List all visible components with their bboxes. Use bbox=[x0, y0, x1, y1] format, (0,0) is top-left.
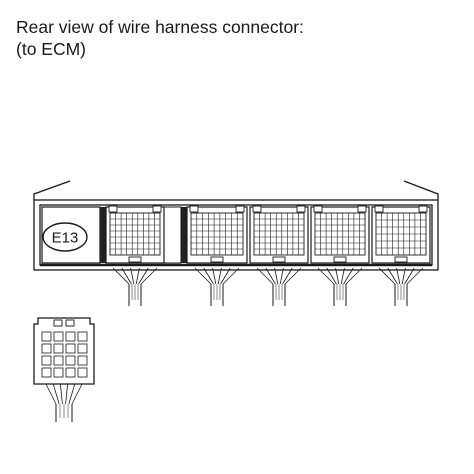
blank-spacer bbox=[163, 206, 182, 264]
small-connector-terminal bbox=[65, 367, 76, 378]
wire bbox=[140, 267, 158, 285]
small-connector-terminal bbox=[65, 343, 76, 354]
connector-tag-e13: E13 bbox=[52, 230, 79, 247]
terminal-grid bbox=[314, 212, 366, 256]
wire bbox=[68, 383, 76, 405]
latch-tab bbox=[252, 205, 262, 213]
lock-tab bbox=[394, 256, 408, 263]
wire bbox=[345, 267, 363, 285]
divider-strip-left bbox=[100, 207, 106, 263]
latch-tab bbox=[152, 205, 162, 213]
connector-label-panel: E13 bbox=[41, 206, 101, 264]
latch-tab bbox=[374, 205, 384, 213]
wire bbox=[52, 383, 60, 405]
sub-connector-4 bbox=[310, 205, 370, 306]
wire bbox=[212, 267, 217, 285]
wire bbox=[284, 267, 302, 285]
caption-line-2: (to ECM) bbox=[16, 39, 86, 59]
wire bbox=[194, 267, 212, 285]
wire bbox=[203, 267, 214, 285]
lock-tab bbox=[210, 256, 224, 263]
small-connector-terminal bbox=[65, 331, 76, 342]
wire bbox=[401, 267, 406, 285]
caption-line-1: Rear view of wire harness connector: bbox=[16, 17, 304, 37]
sub-connector-group bbox=[105, 205, 431, 306]
small-connector-terminal bbox=[41, 355, 52, 366]
latch-tab bbox=[296, 205, 306, 213]
wire bbox=[282, 267, 293, 285]
wire bbox=[343, 267, 354, 285]
small-connector bbox=[33, 317, 95, 422]
small-connector-terminal bbox=[41, 343, 52, 354]
small-connector-terminal bbox=[53, 355, 64, 366]
sub-connector-5 bbox=[371, 205, 431, 306]
small-connector-terminal bbox=[77, 331, 88, 342]
wire bbox=[45, 383, 57, 405]
wire bbox=[138, 267, 149, 285]
latch-tab bbox=[418, 205, 428, 213]
wire bbox=[387, 267, 398, 285]
latch-tab bbox=[235, 205, 245, 213]
wire bbox=[217, 267, 222, 285]
wire bbox=[340, 267, 345, 285]
small-connector-terminal bbox=[41, 331, 52, 342]
wire bbox=[279, 267, 284, 285]
wire bbox=[406, 267, 424, 285]
small-connector-terminal bbox=[77, 355, 88, 366]
latch-tab bbox=[313, 205, 323, 213]
ecm-connector-housing bbox=[33, 180, 439, 271]
divider-strip-middle bbox=[181, 207, 187, 263]
wire bbox=[396, 267, 401, 285]
latch-tab bbox=[357, 205, 367, 213]
small-connector-terminal bbox=[77, 367, 88, 378]
wire bbox=[222, 267, 240, 285]
wire bbox=[404, 267, 415, 285]
wire bbox=[326, 267, 337, 285]
connector-tag-oval bbox=[42, 222, 88, 252]
small-connector-latch bbox=[53, 319, 63, 327]
wire bbox=[71, 383, 83, 405]
terminal-grid bbox=[190, 212, 244, 256]
small-connector-terminal bbox=[53, 331, 64, 342]
wire bbox=[121, 267, 132, 285]
wire bbox=[256, 267, 274, 285]
wire bbox=[378, 267, 396, 285]
small-connector-terminal bbox=[53, 367, 64, 378]
small-connector-latch bbox=[65, 319, 75, 327]
wire bbox=[135, 267, 140, 285]
sub-connector-3 bbox=[249, 205, 309, 306]
latch-tab bbox=[189, 205, 199, 213]
wire bbox=[65, 383, 68, 405]
wire bbox=[130, 267, 135, 285]
sub-connector-1 bbox=[105, 205, 165, 306]
small-connector-terminal bbox=[53, 343, 64, 354]
wire bbox=[335, 267, 340, 285]
terminal-grid bbox=[253, 212, 305, 256]
wire bbox=[60, 383, 63, 405]
wire bbox=[317, 267, 335, 285]
lock-tab bbox=[272, 256, 286, 263]
small-connector-terminal bbox=[41, 367, 52, 378]
sub-connector-2 bbox=[186, 205, 248, 306]
latch-tab bbox=[108, 205, 118, 213]
terminal-grid bbox=[109, 212, 161, 256]
lock-tab bbox=[128, 256, 142, 263]
small-connector-terminal bbox=[77, 343, 88, 354]
lock-tab bbox=[333, 256, 347, 263]
wire bbox=[274, 267, 279, 285]
wire bbox=[112, 267, 130, 285]
wire bbox=[265, 267, 276, 285]
small-connector-terminal bbox=[65, 355, 76, 366]
diagram-caption: Rear view of wire harness connector: (to… bbox=[16, 16, 304, 60]
wire bbox=[220, 267, 231, 285]
